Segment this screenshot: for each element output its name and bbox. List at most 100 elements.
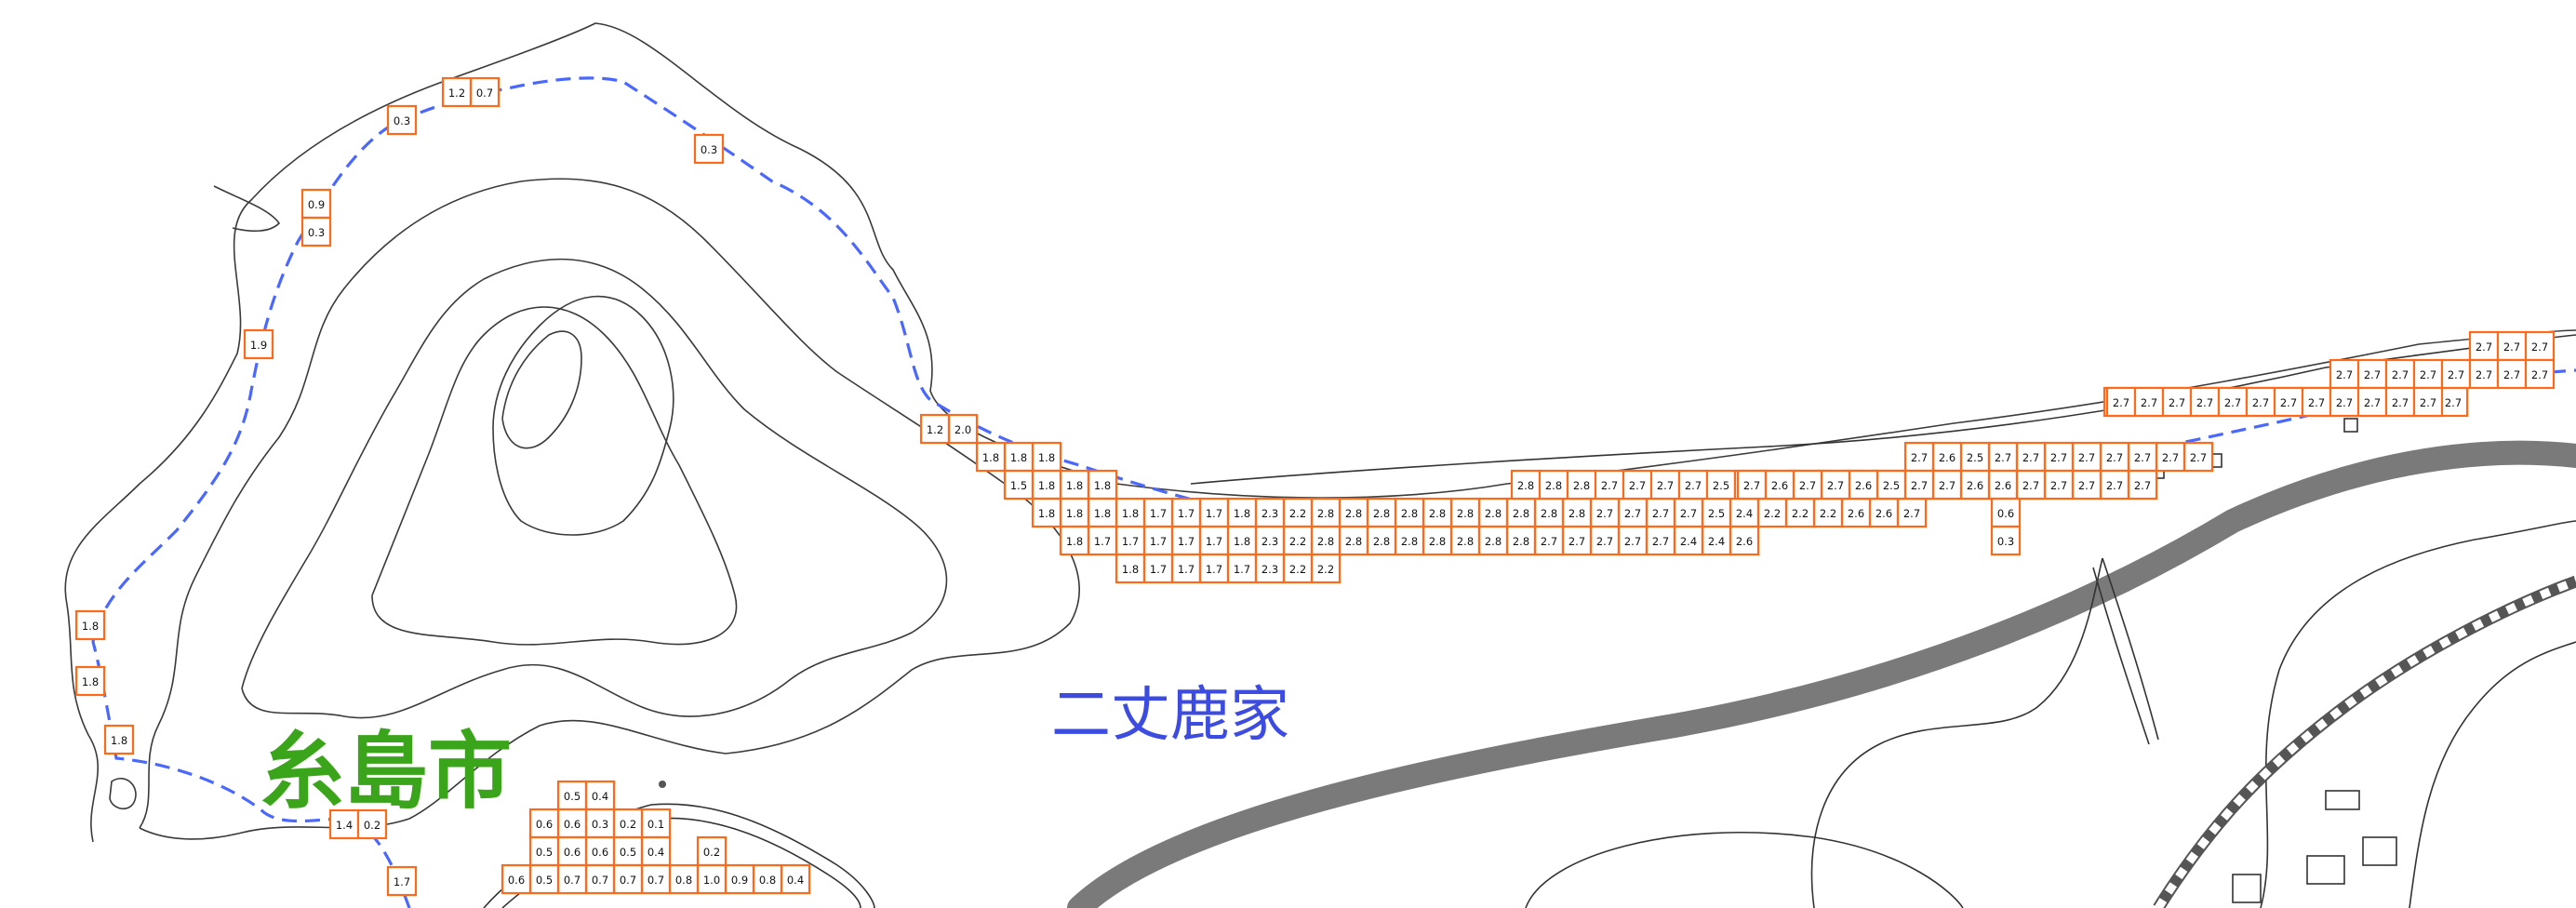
grid-cell[interactable] <box>469 76 501 108</box>
grid-cell[interactable] <box>1538 469 1569 501</box>
grid-cell[interactable] <box>1338 525 1369 556</box>
grid-cell[interactable] <box>300 188 332 220</box>
grid-cell[interactable] <box>2015 441 2047 473</box>
grid-cell[interactable] <box>1868 497 1900 528</box>
grid-cell[interactable] <box>103 724 135 755</box>
grid-cell-value: 2.8 <box>1573 479 1590 492</box>
grid-cell[interactable] <box>1792 469 1823 501</box>
grid-cell[interactable] <box>2384 358 2416 390</box>
grid-cell[interactable] <box>1282 497 1314 528</box>
grid-cell[interactable] <box>1903 469 1935 501</box>
grid-cell[interactable] <box>1310 525 1341 556</box>
grid-cell[interactable] <box>1649 469 1681 501</box>
grid-cell[interactable] <box>1449 525 1481 556</box>
grid-cell[interactable] <box>2105 386 2137 418</box>
grid-cell[interactable] <box>2071 469 2102 501</box>
grid-cell[interactable] <box>1142 553 1174 584</box>
grid-cell[interactable] <box>1959 469 1991 501</box>
grid-cell[interactable] <box>2133 386 2165 418</box>
grid-cell-value: 2.7 <box>2364 368 2381 381</box>
grid-cell[interactable] <box>1533 525 1565 556</box>
grid-cell-value: 2.7 <box>1657 479 1674 492</box>
grid-cell[interactable] <box>2127 469 2158 501</box>
grid-cell-value: 1.8 <box>111 734 127 747</box>
grid-cell[interactable] <box>2161 386 2193 418</box>
grid-cell[interactable] <box>640 835 672 867</box>
grid-cell[interactable] <box>584 780 616 811</box>
grid-cell[interactable] <box>1114 497 1146 528</box>
grid-cell[interactable] <box>2301 386 2332 418</box>
grid-cell[interactable] <box>1198 553 1230 584</box>
grid-cell[interactable] <box>300 216 332 247</box>
grid-cell[interactable] <box>356 808 388 840</box>
grid-cell[interactable] <box>584 835 616 867</box>
grid-cell[interactable] <box>2245 386 2276 418</box>
grid-cell[interactable] <box>2015 469 2047 501</box>
grid-cell[interactable] <box>1728 497 1760 528</box>
terrain-lines <box>483 334 2576 908</box>
grid-cell[interactable] <box>668 863 700 895</box>
grid-cell[interactable] <box>1589 525 1621 556</box>
grid-cell[interactable] <box>74 665 106 697</box>
grid-cell-value: 1.2 <box>927 423 943 436</box>
grid-cell[interactable] <box>2356 386 2388 418</box>
grid-cell[interactable] <box>74 609 106 641</box>
grid-cell[interactable] <box>2043 441 2075 473</box>
grid-cell-value: 1.7 <box>1178 535 1195 548</box>
grid-cell[interactable] <box>2496 330 2528 362</box>
grid-cell[interactable] <box>2273 386 2304 418</box>
grid-cell[interactable] <box>2099 441 2130 473</box>
grid-cell[interactable] <box>584 863 616 895</box>
grid-cell[interactable] <box>612 835 644 867</box>
grid-cell[interactable] <box>1170 497 1202 528</box>
grid-cell[interactable] <box>1087 497 1118 528</box>
grid-cell[interactable] <box>1059 469 1090 501</box>
grid-cell[interactable] <box>2524 358 2556 390</box>
grid-cell[interactable] <box>386 104 418 136</box>
grid-cell[interactable] <box>1031 441 1062 473</box>
grid-cell[interactable] <box>2182 441 2214 473</box>
grid-cell[interactable] <box>1366 525 1397 556</box>
grid-cell[interactable] <box>1394 525 1425 556</box>
grid-cell[interactable] <box>1254 525 1286 556</box>
grid-cell[interactable] <box>528 808 560 839</box>
grid-cell[interactable] <box>1840 497 1872 528</box>
grid-cell[interactable] <box>1310 553 1341 584</box>
grid-cell[interactable] <box>947 413 979 445</box>
grid-cell[interactable] <box>693 133 725 165</box>
grid-cell[interactable] <box>1142 525 1174 556</box>
grid-cell[interactable] <box>1059 497 1090 528</box>
grid-cell[interactable] <box>1198 497 1230 528</box>
grid-cell[interactable] <box>1728 525 1760 556</box>
grid-cell[interactable] <box>1677 469 1709 501</box>
grid-cell[interactable] <box>556 808 588 839</box>
grid-group-east-single: 0.60.3 <box>1990 497 2022 556</box>
grid-cell[interactable] <box>441 76 473 108</box>
grid-cell[interactable] <box>2043 469 2075 501</box>
grid-cell[interactable] <box>243 328 274 360</box>
grid-cell[interactable] <box>1282 553 1314 584</box>
grid-cell[interactable] <box>1226 553 1258 584</box>
grid-cell[interactable] <box>780 863 811 895</box>
grid-cell[interactable] <box>1594 469 1625 501</box>
grid-cell-value: 0.4 <box>592 790 608 803</box>
grid-cell[interactable] <box>556 863 588 895</box>
grid-cell[interactable] <box>1087 525 1118 556</box>
grid-cell[interactable] <box>724 863 755 895</box>
grid-cell[interactable] <box>2524 330 2556 362</box>
grid-cell[interactable] <box>2412 386 2444 418</box>
grid-cell-value: 2.7 <box>2106 451 2123 464</box>
grid-cell[interactable] <box>2329 386 2360 418</box>
grid-cell[interactable] <box>1254 553 1286 584</box>
grid-cell[interactable] <box>386 865 418 897</box>
grid-cell-value: 2.7 <box>1680 507 1697 520</box>
grid-cell[interactable] <box>528 863 560 895</box>
grid-cell[interactable] <box>1784 497 1816 528</box>
grid-cell[interactable] <box>1875 469 1907 501</box>
grid-cell[interactable] <box>1848 469 1879 501</box>
grid-cell[interactable] <box>1990 525 2022 556</box>
grid-cell[interactable] <box>2496 358 2528 390</box>
grid-cell[interactable] <box>640 863 672 895</box>
grid-cell[interactable] <box>556 780 588 811</box>
